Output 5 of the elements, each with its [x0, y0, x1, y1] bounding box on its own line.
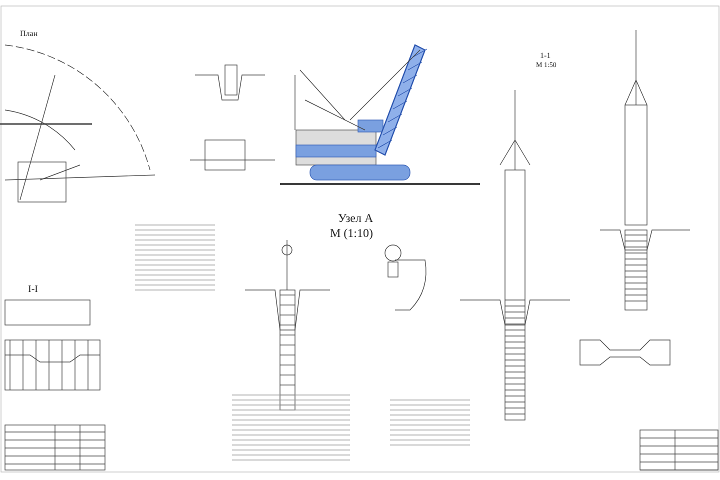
plan-title: План [20, 30, 38, 38]
section-mark: 1-1 [540, 52, 551, 60]
node-title: Узел А [338, 212, 374, 224]
scale-label: М (1:10) [330, 227, 373, 239]
section-mark: I-I [28, 285, 38, 295]
